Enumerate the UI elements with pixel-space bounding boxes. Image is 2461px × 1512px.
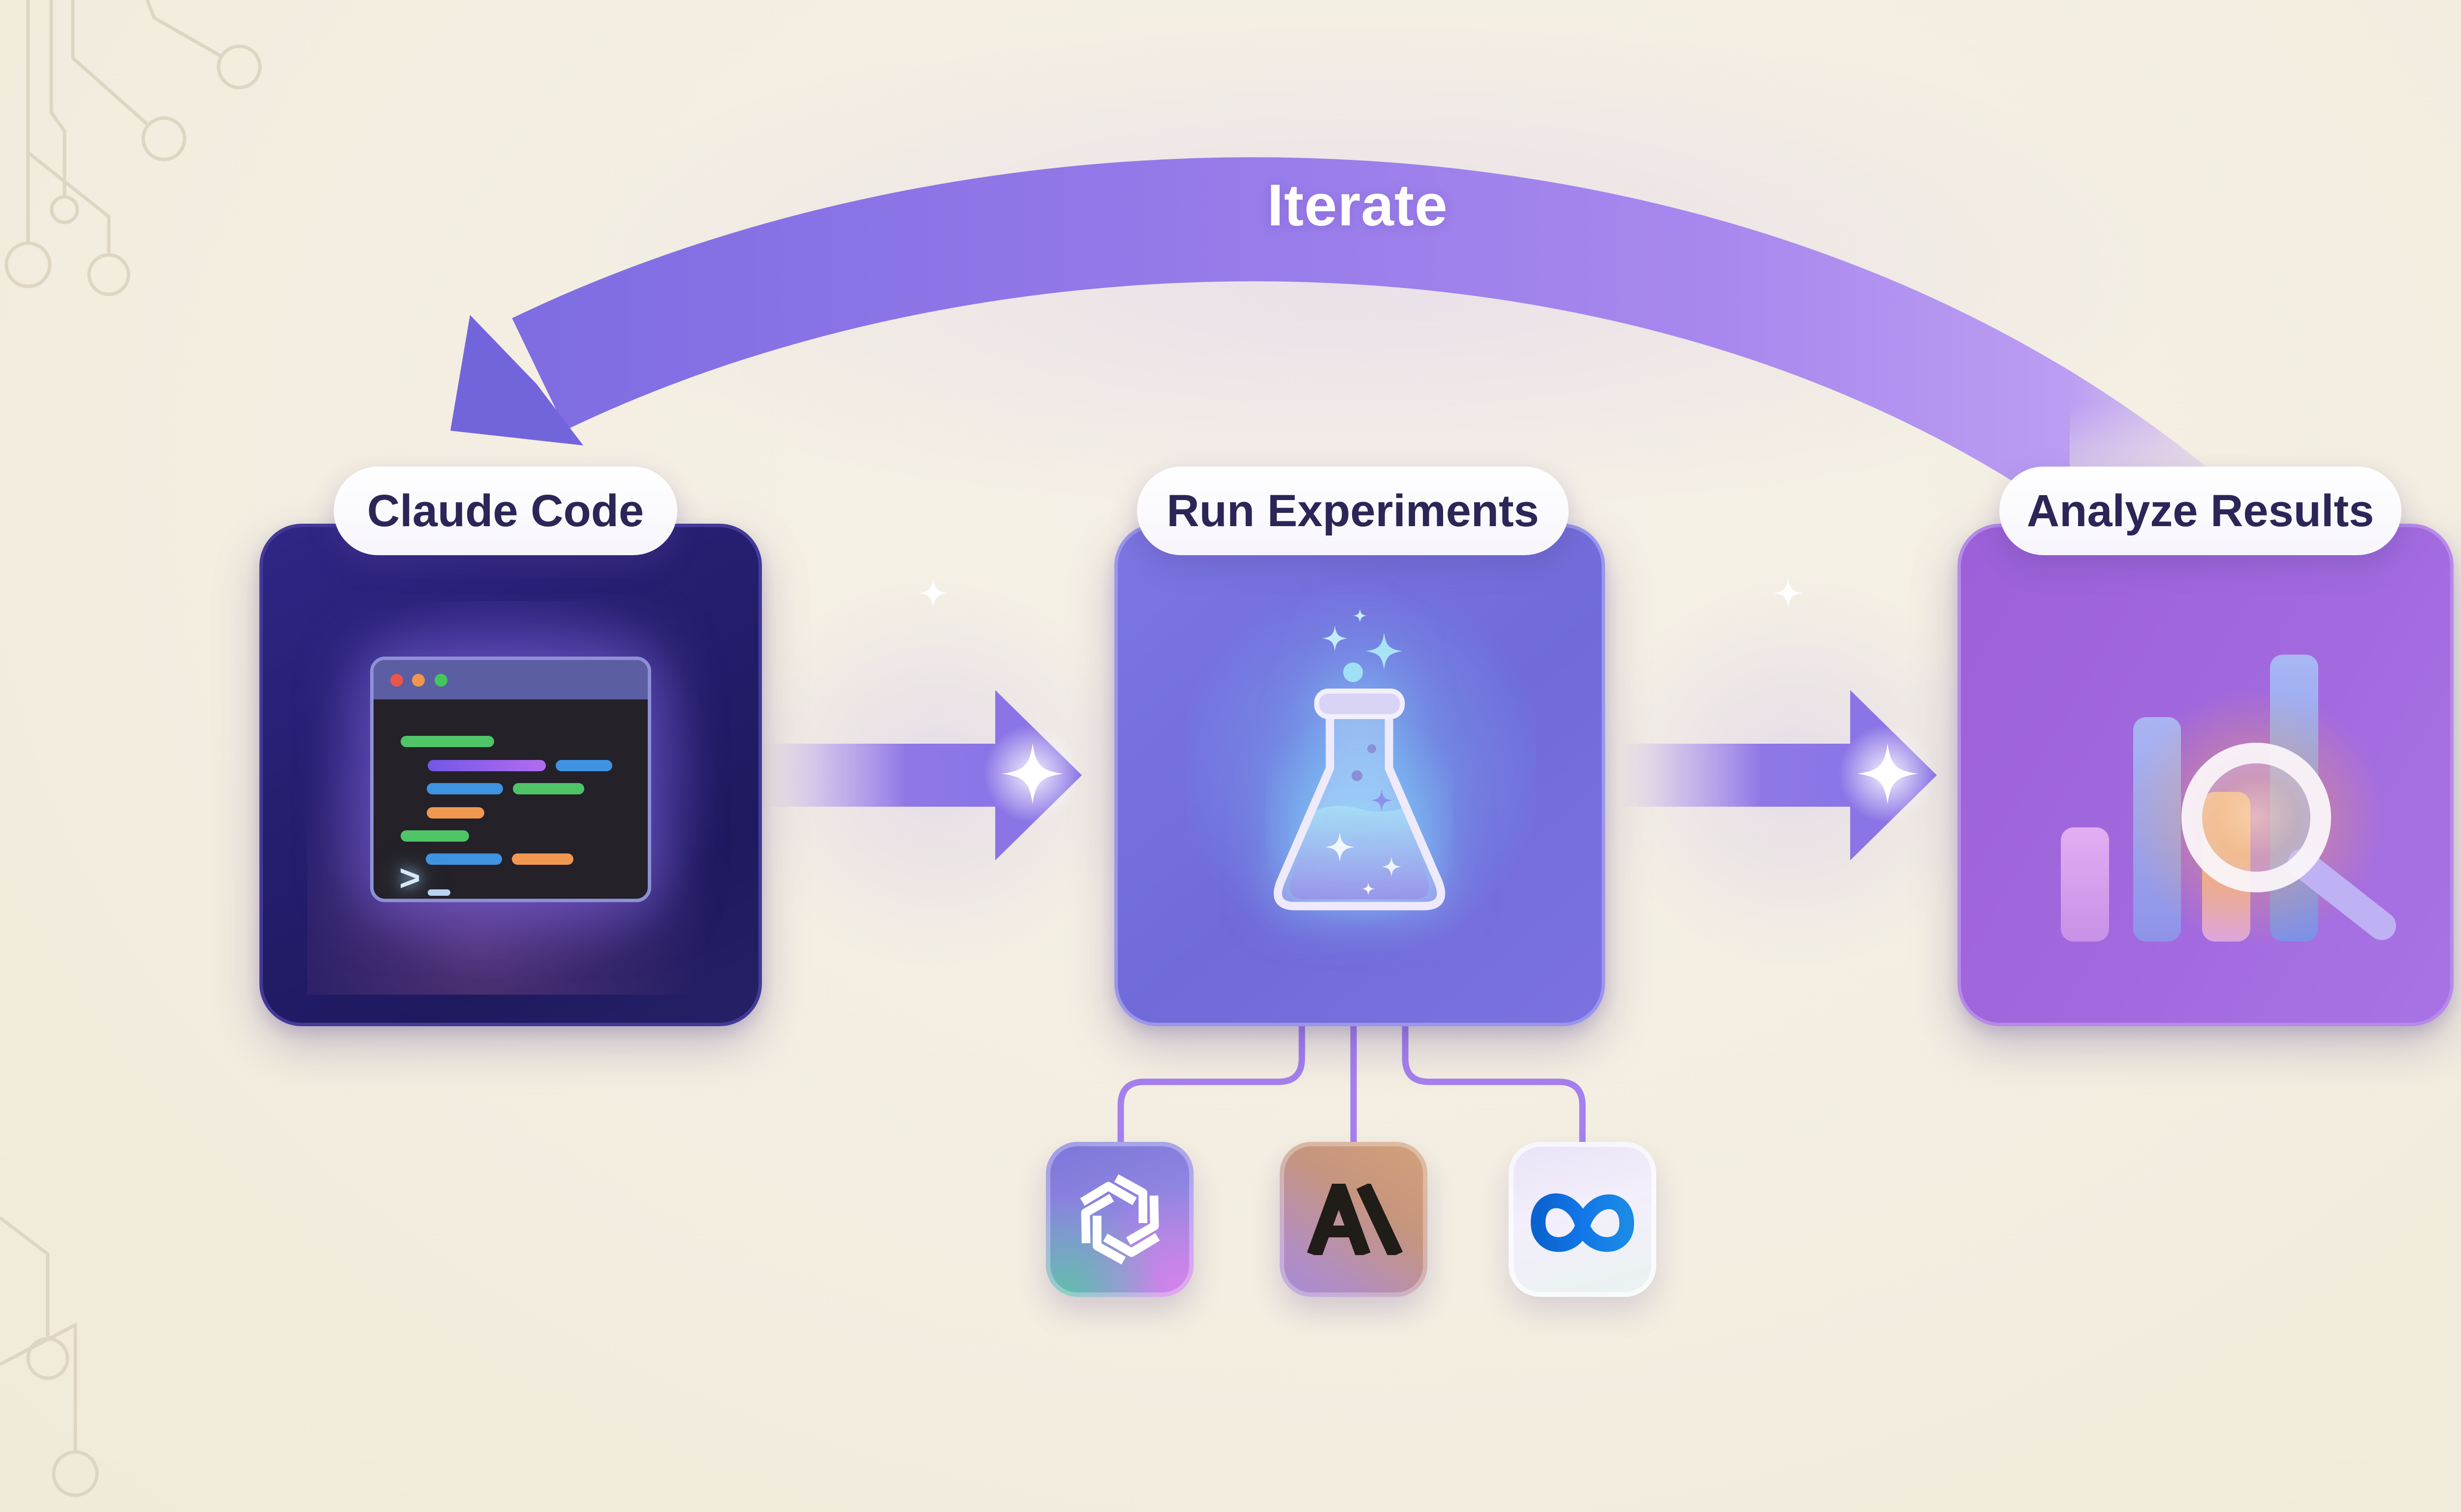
- sparkle-icon: [1322, 626, 1348, 651]
- terminal-cursor: [428, 889, 450, 896]
- code-line-bar: [512, 853, 573, 865]
- editor-body: >: [374, 699, 648, 899]
- flask-outline: [1273, 717, 1446, 911]
- provider-tile-openai: [1046, 1142, 1194, 1297]
- code-line-bar: [401, 736, 494, 747]
- code-line-bar: [427, 783, 503, 794]
- traffic-light-close-icon: [390, 674, 403, 687]
- sparkle-icon: [1365, 632, 1403, 670]
- magnifier-ring: [2181, 743, 2331, 892]
- node-label-text: Run Experiments: [1167, 485, 1539, 536]
- openai-logo: [1080, 1174, 1160, 1265]
- code-line-bar: [556, 760, 612, 771]
- node-label-text: Analyze Results: [2026, 485, 2374, 536]
- prompt-symbol: >: [399, 857, 421, 898]
- node-label-run-experiments: Run Experiments: [1137, 467, 1569, 555]
- iterate-arrowhead-icon: [450, 315, 583, 445]
- traffic-light-minimize-icon: [412, 674, 425, 687]
- node-analyze-results: [1957, 524, 2454, 1026]
- arrow-run-to-analyze-icon: [1620, 578, 1937, 860]
- bubble-icon: [1343, 662, 1363, 682]
- code-line-bar: [426, 853, 502, 865]
- editor-titlebar: [374, 660, 648, 699]
- flask-liquid: [1290, 806, 1429, 899]
- anthropic-logo: [1307, 1184, 1403, 1255]
- code-editor-window-icon: >: [370, 657, 651, 902]
- code-line-bar: [428, 760, 546, 771]
- code-line-bar: [401, 830, 469, 842]
- node-claude-code: >: [259, 524, 762, 1026]
- code-line-bar: [427, 807, 484, 819]
- chart-bar: [2061, 827, 2109, 942]
- arrow-claude-to-run-icon: [765, 578, 1082, 860]
- node-run-experiments: [1114, 524, 1605, 1026]
- magnifier-icon: [2181, 743, 2396, 940]
- iterate-label: Iterate: [1267, 172, 1448, 238]
- code-line-bar: [513, 783, 584, 794]
- node-label-analyze-results: Analyze Results: [1999, 467, 2401, 555]
- meta-logo: [1531, 1193, 1634, 1252]
- bubble-icon: [1367, 744, 1376, 753]
- provider-tile-anthropic: [1280, 1142, 1427, 1297]
- terminal-prompt-icon: >: [399, 857, 450, 899]
- node-label-text: Claude Code: [367, 485, 644, 536]
- bubble-icon: [1352, 770, 1362, 781]
- flask-icon: [1266, 609, 1453, 928]
- traffic-light-zoom-icon: [435, 674, 447, 687]
- flask-neck-rim: [1314, 689, 1405, 719]
- sparkle-icon: [1353, 609, 1367, 623]
- node-label-claude-code: Claude Code: [334, 467, 677, 555]
- provider-tile-meta: [1509, 1142, 1656, 1297]
- magnifier-handle: [2288, 849, 2396, 940]
